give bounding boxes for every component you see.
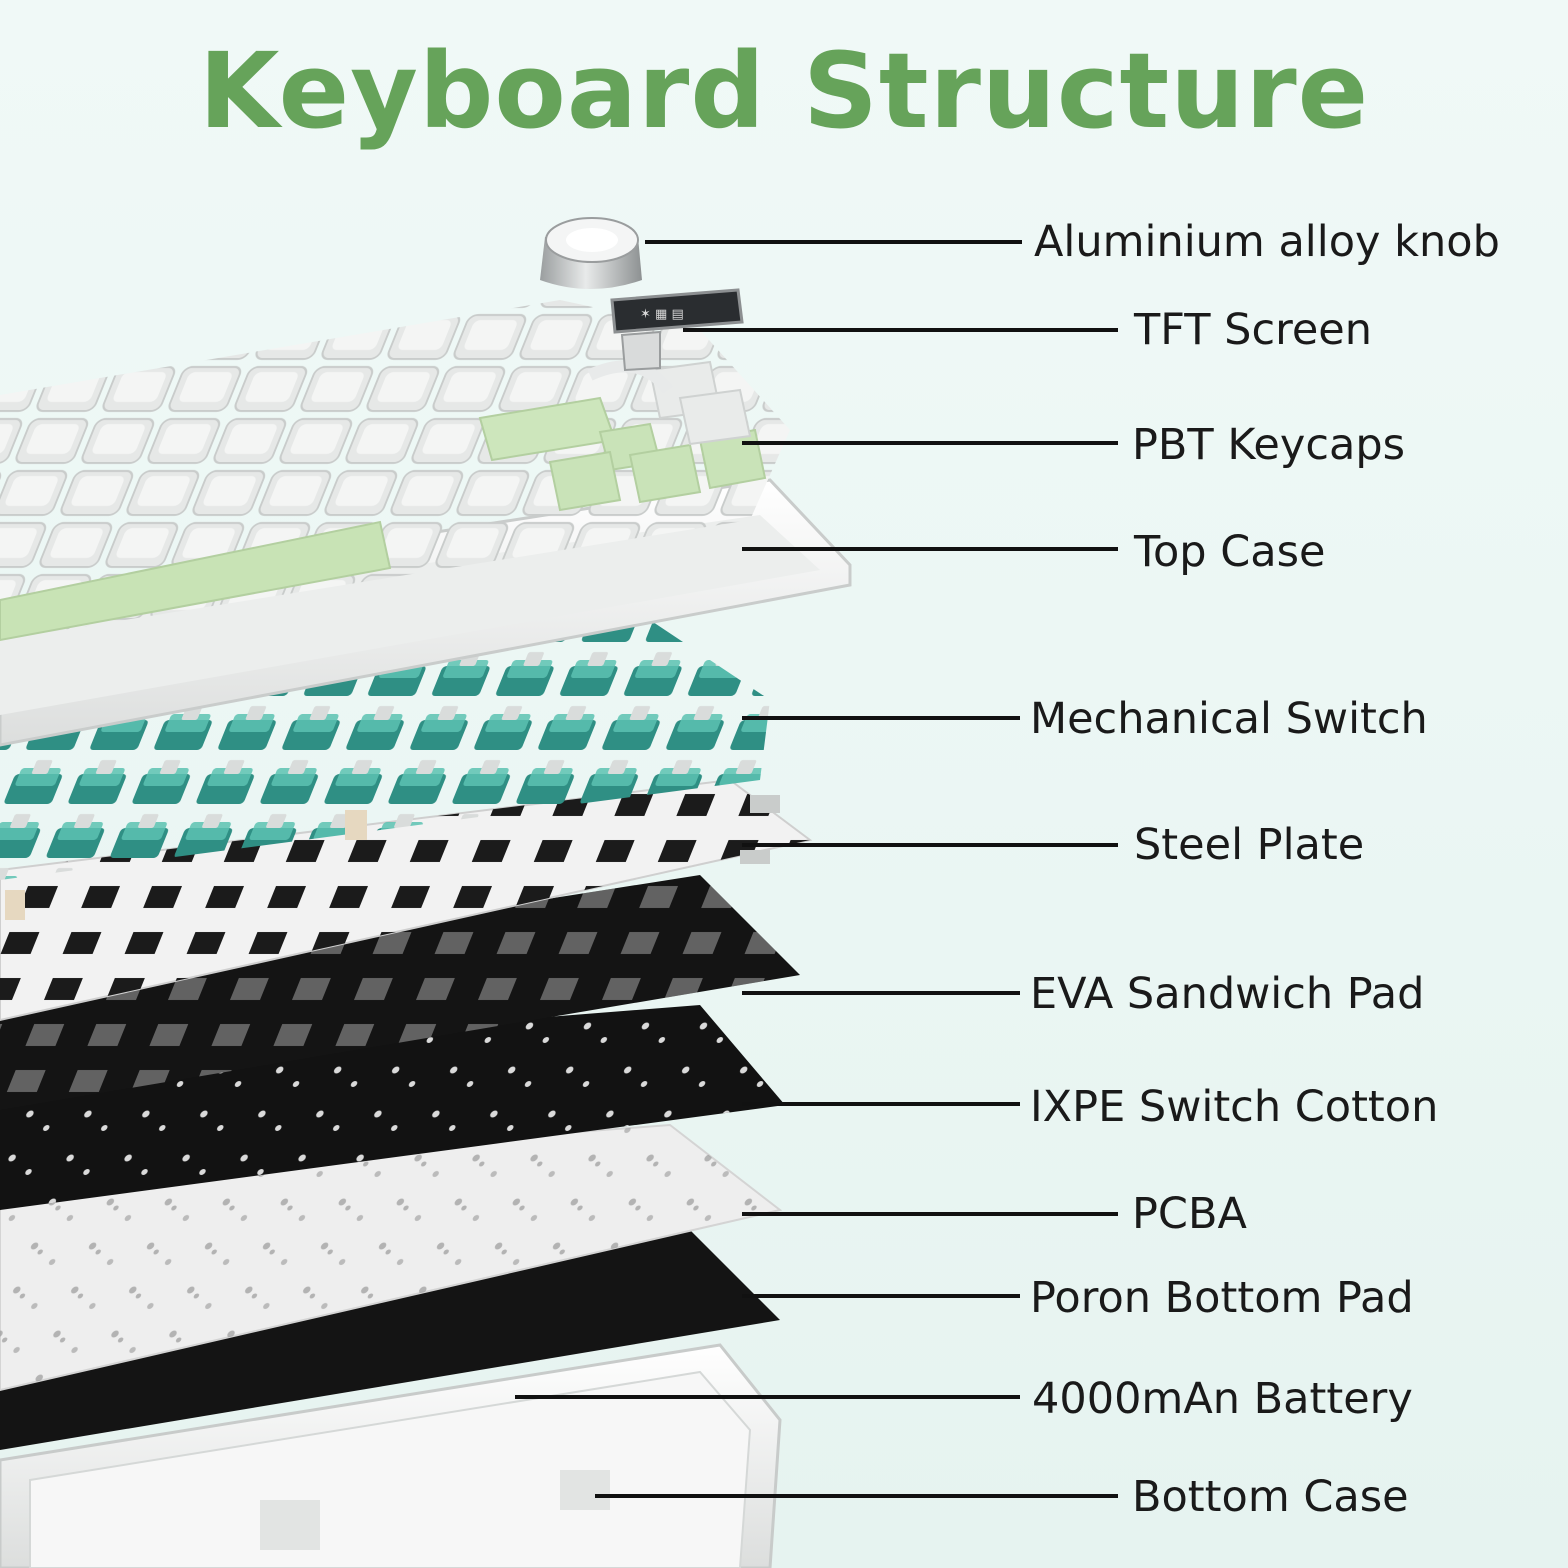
label-poron-bottom-pad: Poron Bottom Pad bbox=[1030, 1273, 1414, 1323]
label-eva-sandwich-pad: EVA Sandwich Pad bbox=[1030, 969, 1425, 1019]
label-ixpe-switch-cotton: IXPE Switch Cotton bbox=[1030, 1082, 1439, 1132]
label-steel-plate: Steel Plate bbox=[1134, 820, 1365, 870]
label-knob: Aluminium alloy knob bbox=[1034, 217, 1500, 267]
label-pbt-keycaps: PBT Keycaps bbox=[1132, 420, 1406, 470]
svg-text:✶ ▦ ▤: ✶ ▦ ▤ bbox=[640, 307, 684, 322]
knob-icon bbox=[540, 217, 642, 289]
bottom-case-layer bbox=[0, 1343, 782, 1568]
poron-bottom-pad-layer bbox=[0, 1230, 780, 1450]
pbt-keycaps-layer bbox=[0, 300, 790, 642]
label-mechanical-switch: Mechanical Switch bbox=[1030, 694, 1428, 744]
eva-sandwich-pad-layer bbox=[0, 875, 800, 1110]
label-battery: 4000mAn Battery bbox=[1032, 1374, 1413, 1424]
label-tft-screen: TFT Screen bbox=[1134, 305, 1373, 355]
label-bottom-case: Bottom Case bbox=[1132, 1472, 1409, 1522]
tft-screen-layer: ✶ ▦ ▤ bbox=[610, 288, 744, 372]
page-title: Keyboard Structure bbox=[198, 30, 1370, 152]
label-pcba: PCBA bbox=[1132, 1189, 1247, 1239]
label-top-case: Top Case bbox=[1134, 527, 1326, 577]
